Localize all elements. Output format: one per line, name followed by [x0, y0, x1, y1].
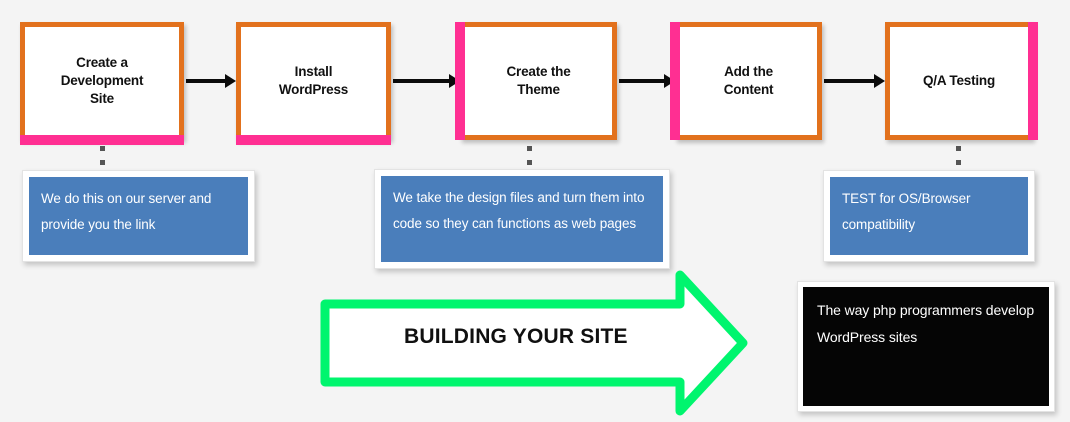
connector-shaft [619, 79, 664, 83]
note-php-programmers[interactable]: The way php programmers develop WordPres… [797, 281, 1055, 412]
note-create-theme[interactable]: We take the design files and turn them i… [374, 169, 670, 269]
connector-shaft [393, 79, 449, 83]
connector-arrow-4 [824, 74, 885, 88]
connector-head-icon [874, 74, 885, 88]
leader-dots-qa-testing [956, 146, 961, 174]
banner-arrow-building-your-site[interactable] [318, 268, 750, 418]
banner-label: BUILDING YOUR SITE [404, 325, 628, 348]
connector-arrow-1 [186, 74, 236, 88]
note-development-site[interactable]: We do this on our server and provide you… [22, 170, 255, 262]
leader-dot [527, 146, 532, 151]
leader-dots-development-site [100, 146, 105, 174]
banner-arrow-shape-icon [320, 270, 748, 416]
note-qa-testing[interactable]: TEST for OS/Browser compatibility [823, 170, 1035, 262]
step-box-qa-testing[interactable]: Q/A Testing [885, 22, 1038, 140]
leader-dot [100, 160, 105, 165]
leader-dot [527, 160, 532, 165]
connector-shaft [824, 79, 874, 83]
connector-arrow-2 [393, 74, 460, 88]
note-text: TEST for OS/Browser compatibility [830, 177, 1028, 255]
connector-head-icon [449, 74, 460, 88]
connector-shaft [186, 79, 225, 83]
connector-head-icon [664, 74, 675, 88]
leader-dot [956, 146, 961, 151]
connector-head-icon [225, 74, 236, 88]
note-text: We do this on our server and provide you… [29, 177, 248, 255]
note-text: The way php programmers develop WordPres… [803, 287, 1049, 406]
leader-dot [100, 146, 105, 151]
leader-dots-create-theme [527, 146, 532, 174]
note-text: We take the design files and turn them i… [381, 176, 663, 262]
leader-dot [956, 160, 961, 165]
connector-arrow-3 [619, 74, 675, 88]
step-label: Q/A Testing [922, 73, 996, 89]
